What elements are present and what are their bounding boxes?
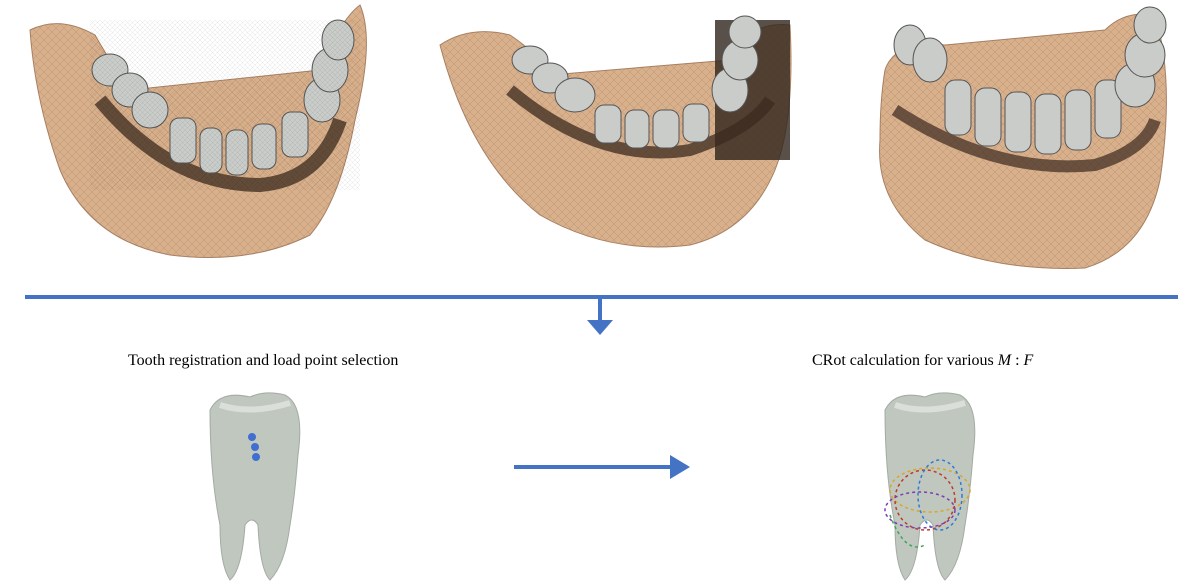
tooth-body <box>884 392 976 581</box>
moment-symbol: M <box>997 352 1012 369</box>
crot-calculation-caption: CRot calculation for various M : F <box>812 352 1033 370</box>
force-symbol: F <box>1023 352 1034 369</box>
load-point-selection-caption: Tooth registration and load point select… <box>128 352 399 369</box>
crot-tooth-model <box>884 392 976 581</box>
mandible-model-front-view <box>29 4 367 258</box>
branch-connector-arrow <box>25 295 1178 335</box>
ratio-separator: : <box>1011 352 1024 369</box>
mandible-model-oblique-view <box>439 15 792 248</box>
gum-line <box>891 104 1161 173</box>
tooth-body <box>209 392 301 581</box>
teeth-row <box>511 15 762 149</box>
crot-trajectories <box>884 459 971 548</box>
mandible-model-side-view <box>879 6 1167 269</box>
registered-tooth-model <box>209 392 301 581</box>
load-points <box>248 433 260 461</box>
teeth-row <box>893 6 1167 155</box>
process-arrow <box>514 455 690 479</box>
gum-line <box>506 85 775 159</box>
caption-text: CRot calculation for various <box>812 352 998 369</box>
